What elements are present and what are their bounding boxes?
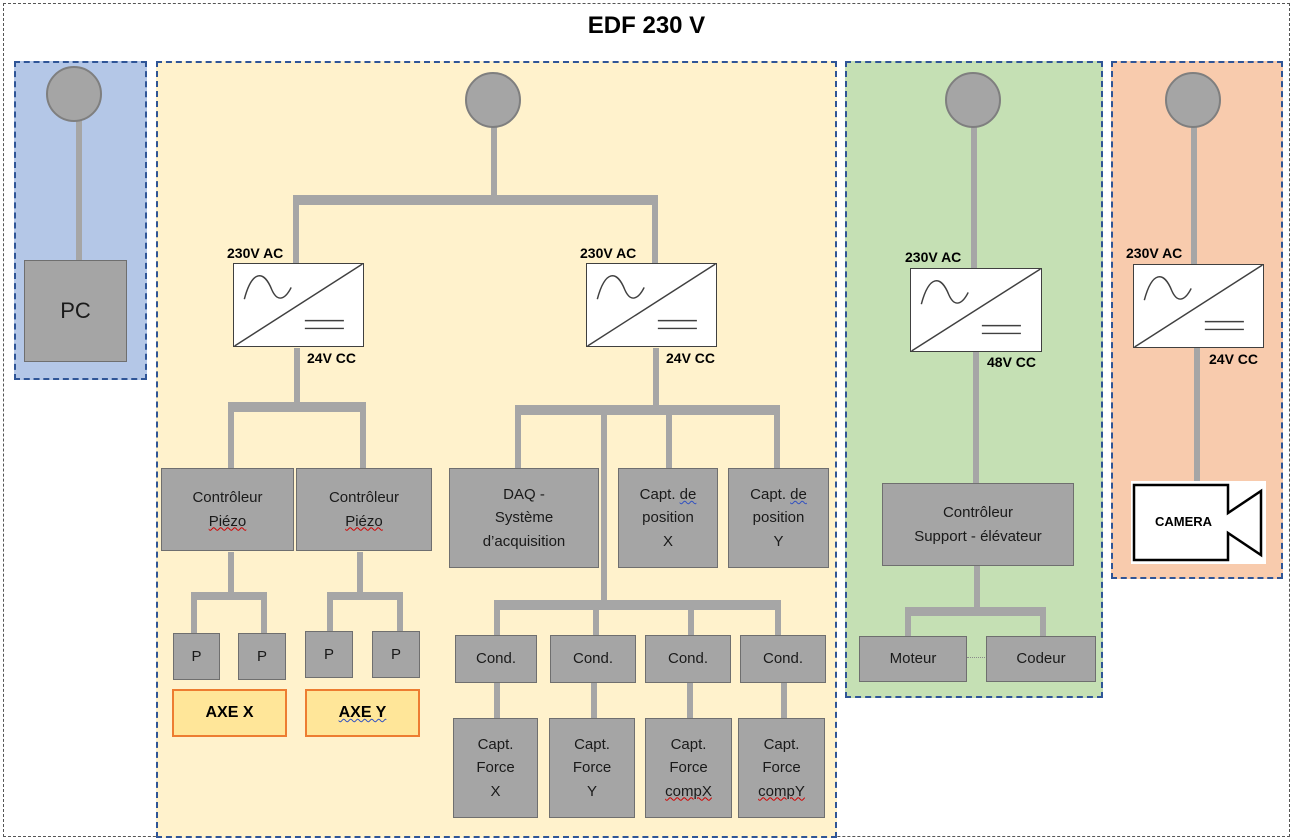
- wire: [905, 607, 1046, 616]
- wire: [494, 605, 500, 637]
- wire: [327, 596, 333, 632]
- wire: [494, 600, 781, 610]
- power-outlet-main: [465, 72, 521, 128]
- wire: [360, 405, 366, 470]
- wire: [293, 195, 658, 205]
- wire: [601, 410, 607, 606]
- motor-encoder-link: [967, 657, 987, 658]
- signal-conditioner: Cond.: [455, 635, 537, 683]
- axis-y-label: AXE Y: [305, 689, 420, 737]
- ac-dc-converter-1: [233, 263, 364, 347]
- pc-box: PC: [24, 260, 127, 362]
- wire: [687, 683, 693, 719]
- ac-dc-converter-2: [586, 263, 717, 347]
- wire: [1194, 348, 1200, 482]
- converter-2-output-label: 24V CC: [666, 350, 716, 366]
- converter-2-input-label: 230V AC: [580, 245, 637, 261]
- camera-label: CAMERA: [1155, 514, 1213, 529]
- wire: [397, 596, 403, 632]
- signal-conditioner: Cond.: [740, 635, 826, 683]
- converter-3-input-label: 230V AC: [905, 249, 962, 265]
- wire: [515, 405, 780, 415]
- power-outlet-elevator: [945, 72, 1001, 128]
- wire: [593, 605, 599, 637]
- wire: [191, 596, 197, 634]
- wire: [652, 200, 658, 264]
- wire: [781, 683, 787, 719]
- wire: [774, 410, 780, 468]
- ac-dc-converter-4: [1133, 264, 1264, 348]
- power-outlet-camera: [1165, 72, 1221, 128]
- wire: [971, 102, 977, 280]
- wire: [1191, 102, 1197, 274]
- piezo-actuator: P: [305, 631, 353, 678]
- wire: [294, 348, 300, 406]
- axis-x-label: AXE X: [172, 689, 287, 737]
- ac-dc-converter-3: [910, 268, 1042, 352]
- wire: [228, 402, 366, 412]
- camera-box: CAMERA: [1131, 481, 1266, 564]
- converter-4-input-label: 230V AC: [1126, 245, 1183, 261]
- wire: [775, 605, 781, 637]
- wire: [191, 592, 267, 600]
- wire: [293, 200, 299, 264]
- signal-conditioner: Cond.: [550, 635, 636, 683]
- wire: [1040, 611, 1046, 637]
- wire: [261, 596, 267, 634]
- converter-3-output-label: 48V CC: [987, 354, 1037, 370]
- piezo-actuator: P: [173, 633, 220, 680]
- wire: [515, 410, 521, 468]
- piezo-actuator: P: [372, 631, 420, 678]
- signal-conditioner: Cond.: [645, 635, 731, 683]
- wire: [228, 405, 234, 470]
- wire: [974, 566, 980, 612]
- encoder-box: Codeur: [986, 636, 1096, 682]
- diagram-title: EDF 230 V: [587, 12, 706, 39]
- wire: [357, 552, 363, 597]
- wire: [905, 611, 911, 637]
- wire: [688, 605, 694, 637]
- piezo-actuator: P: [238, 633, 286, 680]
- converter-1-input-label: 230V AC: [227, 245, 284, 261]
- motor-box: Moteur: [859, 636, 967, 682]
- power-outlet-pc: [46, 66, 102, 122]
- pc-label: PC: [60, 297, 91, 323]
- camera-icon: [1132, 483, 1263, 562]
- wire: [494, 683, 500, 719]
- wire: [491, 102, 497, 196]
- converter-1-output-label: 24V CC: [307, 350, 357, 366]
- wire: [228, 552, 234, 597]
- wire: [327, 592, 403, 600]
- wire: [666, 410, 672, 468]
- wire: [591, 683, 597, 719]
- wire: [76, 98, 82, 262]
- converter-4-output-label: 24V CC: [1209, 351, 1259, 367]
- wire: [653, 348, 659, 410]
- wire: [973, 352, 979, 484]
